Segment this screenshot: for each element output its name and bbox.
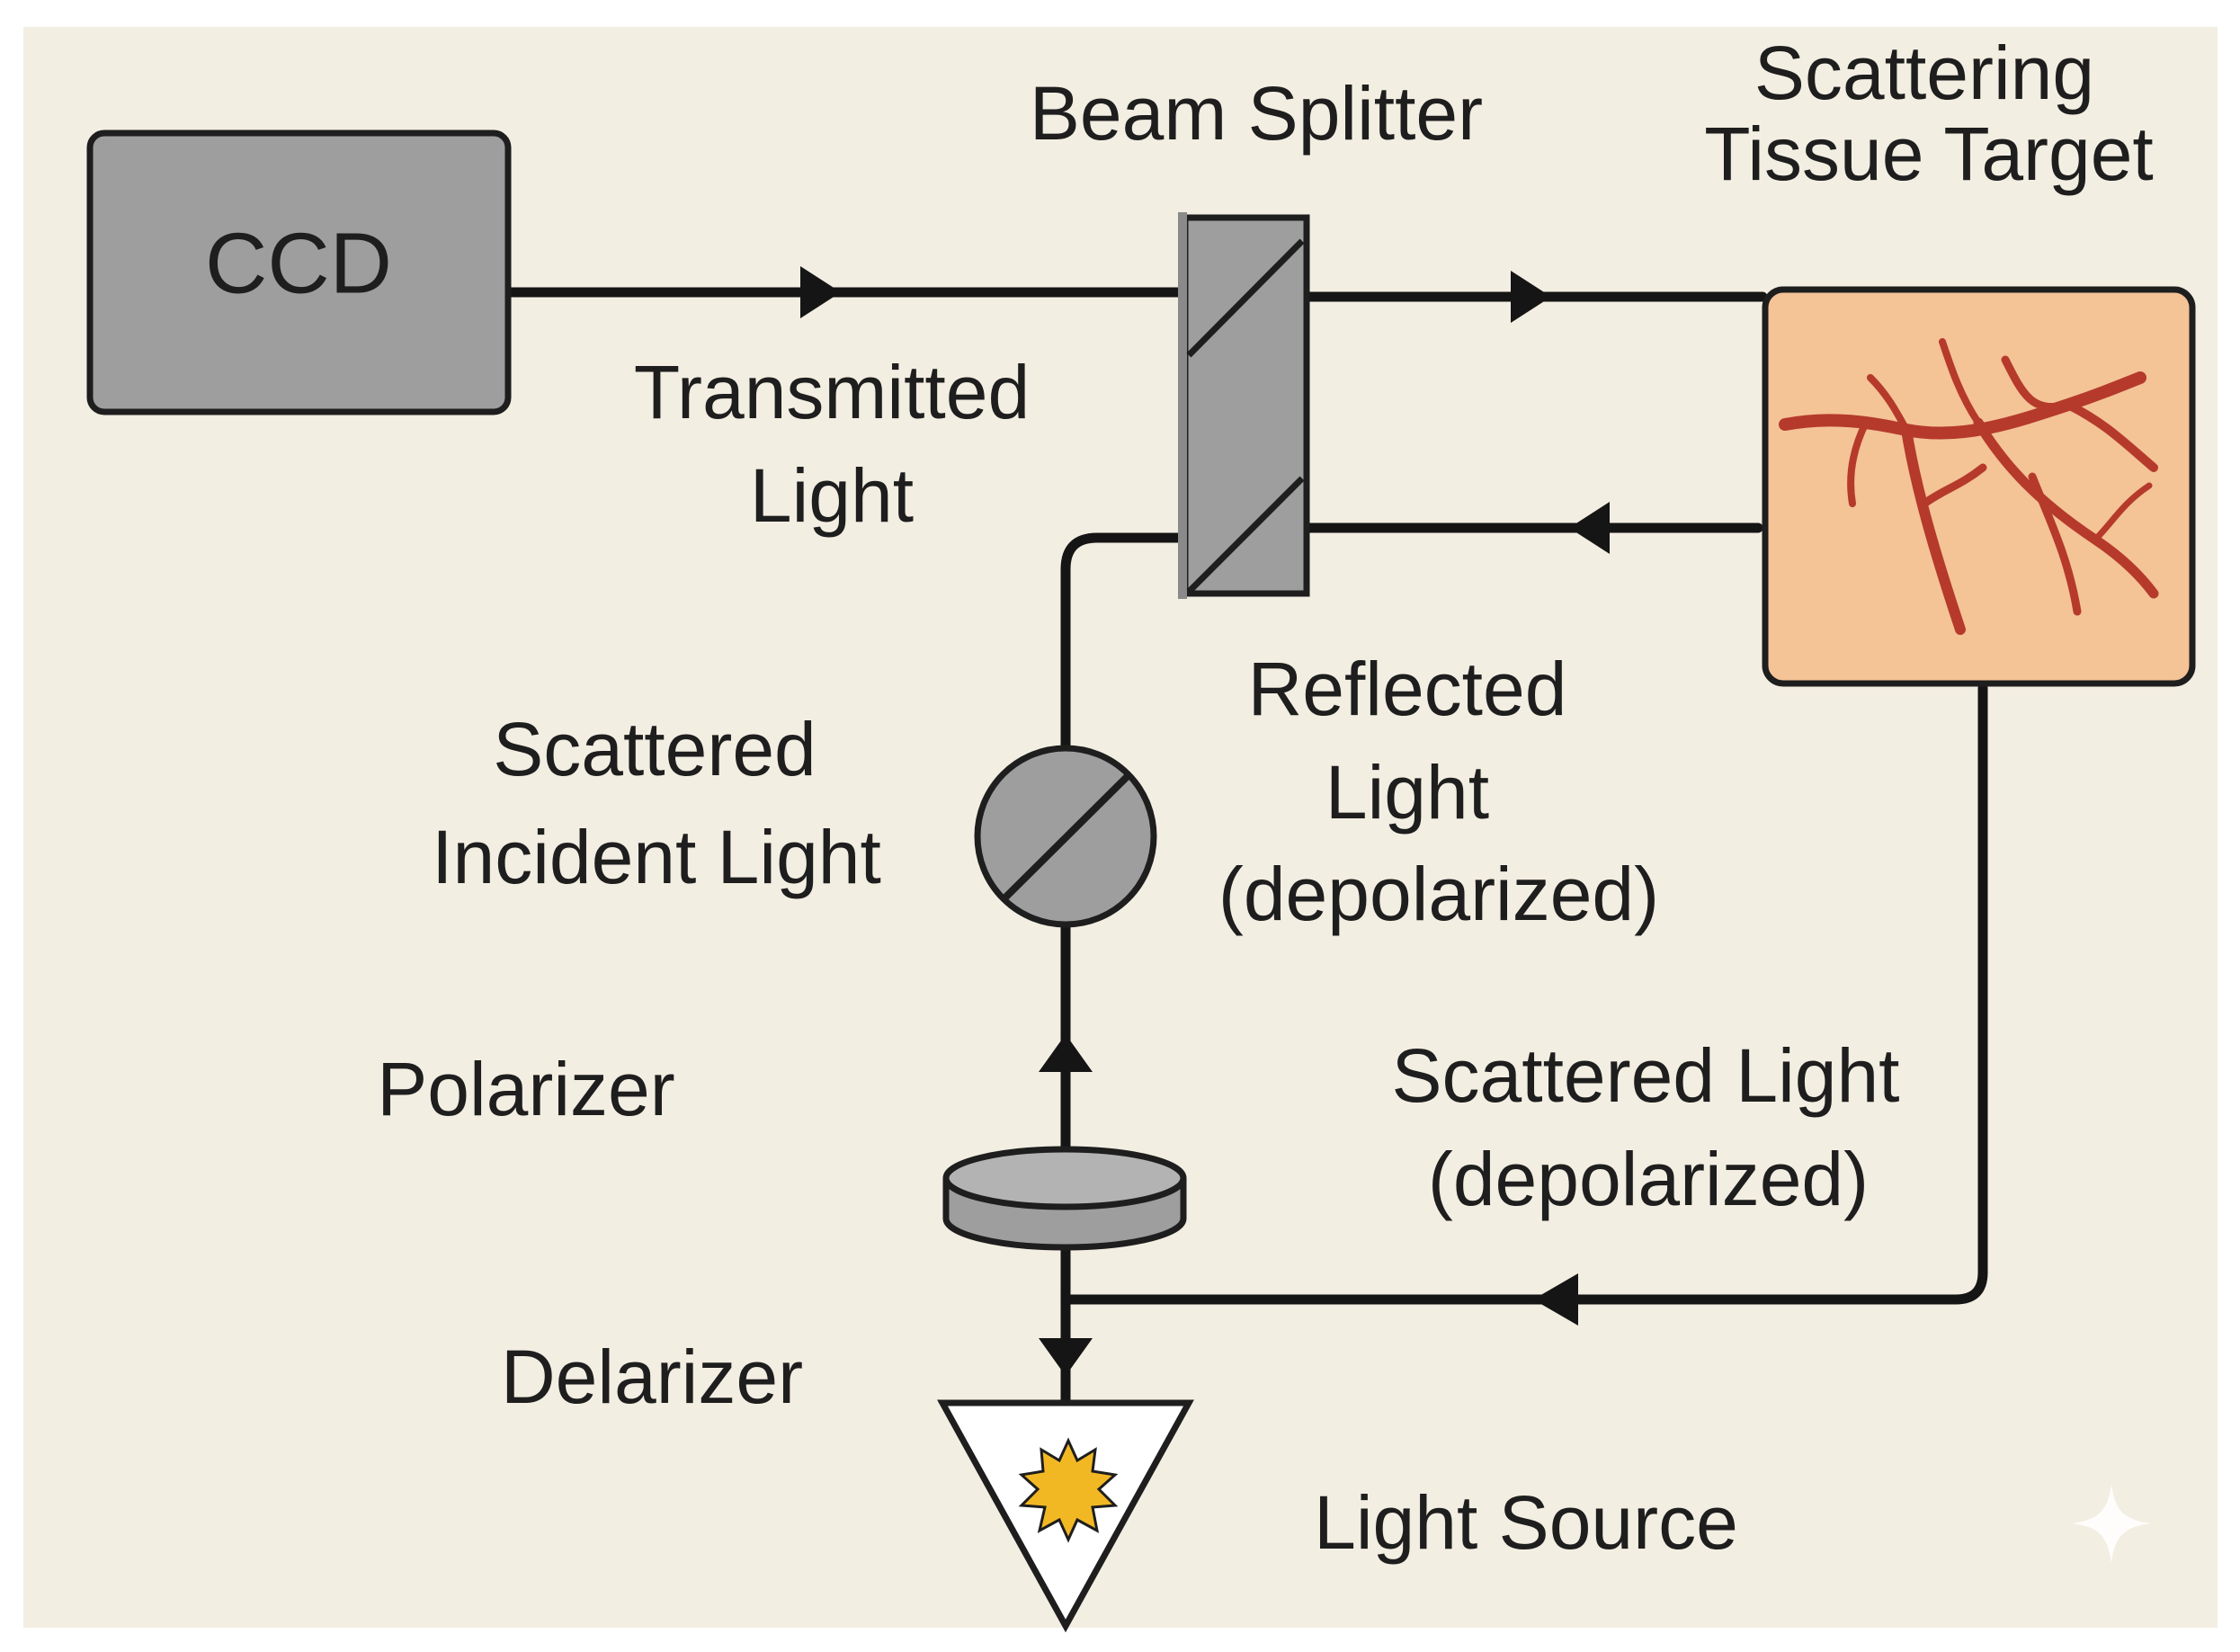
scattered-incident-label-line2: Incident Light — [432, 815, 881, 899]
light-source — [937, 1399, 1194, 1633]
light-burst-icon — [1018, 1437, 1119, 1543]
source-down-arrowhead — [1039, 1338, 1093, 1376]
transmitted-label-line1: Transmitted — [634, 350, 1030, 434]
beam-splitter-label: Beam Splitter — [1030, 71, 1483, 156]
sparkle-icon — [2072, 1484, 2151, 1563]
tissue-target-label-line2: Tissue Target — [1704, 112, 2154, 196]
reflected-label-line2: Light — [1325, 750, 1489, 835]
incident-light-path — [1060, 532, 1192, 1408]
incident-up-arrowhead — [1039, 1034, 1093, 1072]
light-source-label: Light Source — [1314, 1480, 1738, 1565]
ccd-box — [86, 129, 512, 415]
tissue-target — [1762, 286, 2196, 687]
ccd-label: CCD — [205, 215, 392, 311]
scattered-arrowhead — [1533, 1273, 1578, 1326]
scattered-light-label-line1: Scattered Light — [1391, 1033, 1899, 1118]
blood-vessels — [1779, 338, 2159, 635]
analyzer-disc — [974, 745, 1157, 928]
reflected-label-line1: Reflected — [1248, 647, 1567, 731]
transmitted-arrowhead — [800, 266, 841, 318]
transmitted-label-line2: Light — [750, 453, 914, 538]
polarizer-label: Polarizer — [377, 1047, 674, 1131]
scattered-light-path — [1060, 683, 1988, 1305]
delarizer-label: Delarizer — [501, 1335, 803, 1419]
reflected-arrowhead — [1569, 502, 1610, 554]
tissue-target-label-line1: Scattering — [1754, 31, 2094, 115]
scattered-incident-label-line1: Scattered — [493, 707, 817, 791]
polarizer-disc — [942, 1146, 1187, 1251]
beam-splitter — [1178, 212, 1310, 599]
upper-path-arrowhead — [1511, 271, 1551, 323]
reflected-label-line3: (depolarized) — [1218, 852, 1659, 936]
scattered-light-label-line2: (depolarized) — [1428, 1137, 1869, 1221]
